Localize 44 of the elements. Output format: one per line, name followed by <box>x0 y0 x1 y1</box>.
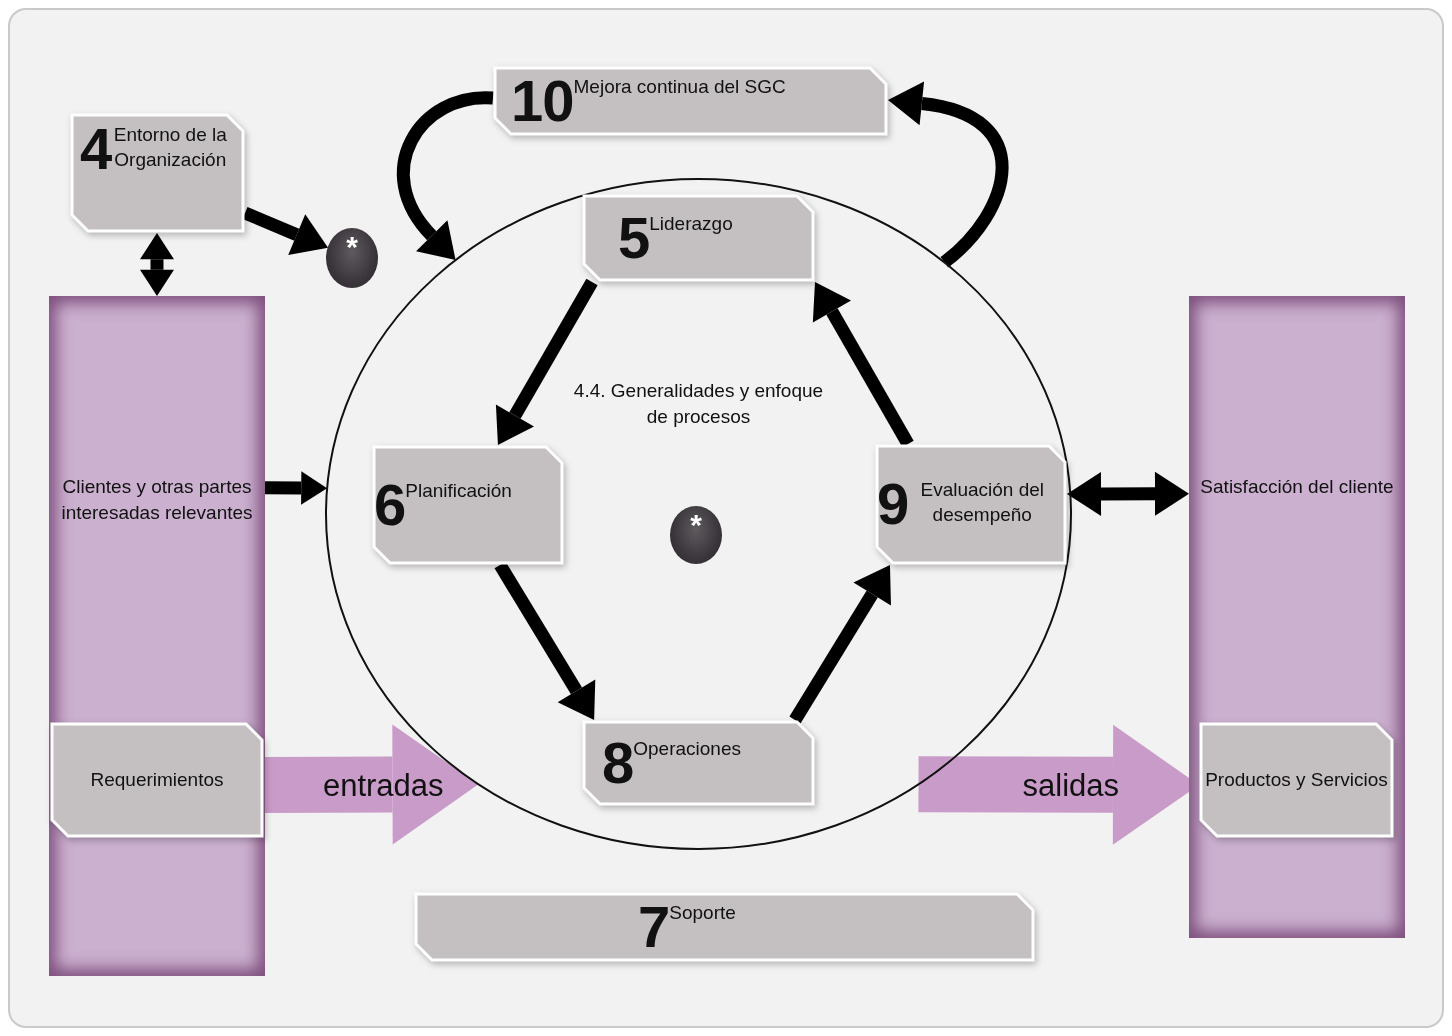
arrow <box>812 282 914 448</box>
clause-number: 9 <box>877 478 909 531</box>
clause-number: 4 <box>80 123 112 176</box>
edge-label: salidas <box>1022 769 1119 801</box>
clause-box <box>1199 722 1394 838</box>
arrow <box>789 565 891 724</box>
arrow <box>242 206 329 255</box>
edge-label: entradas <box>322 769 444 801</box>
clause-number: 6 <box>374 478 406 532</box>
arrow <box>264 471 328 505</box>
clause-box <box>414 892 1035 962</box>
asterisk: * <box>345 232 359 262</box>
clause-box <box>582 720 815 806</box>
clause-label: Liderazgo <box>649 211 733 236</box>
box-label: Requerimientos <box>89 768 225 793</box>
stakeholder-column <box>1189 296 1405 938</box>
curved-arrow <box>397 91 494 262</box>
clause-box <box>70 113 245 233</box>
clause-box <box>50 722 264 838</box>
block-arrow <box>263 724 479 845</box>
clause-box <box>493 66 888 136</box>
clause-label: Evaluación del desempeño <box>919 478 1046 528</box>
column-label: Clientes y otras partes interesadas relevantes <box>60 475 254 525</box>
clause-number: 10 <box>511 74 574 128</box>
circle-heading: 4.4. Generalidades y enfoque de procesos <box>572 379 825 429</box>
clause-label: Soporte <box>669 900 736 925</box>
asterisk: * <box>689 510 703 540</box>
column-label: Satisfacción del cliente <box>1199 475 1395 499</box>
clause-number: 5 <box>618 211 650 265</box>
clause-box <box>582 194 815 282</box>
double-arrow <box>1067 471 1189 516</box>
clause-number: 7 <box>638 900 670 954</box>
clause-label: Operaciones <box>633 736 741 761</box>
clause-label: Planificación <box>405 478 512 503</box>
double-arrow <box>140 233 174 296</box>
curved-arrow <box>888 81 1009 268</box>
clause-box <box>372 445 564 565</box>
clause-number: 8 <box>602 736 634 790</box>
arrow <box>495 278 598 445</box>
clause-label: Mejora continua del SGC <box>573 74 786 99</box>
clause-box <box>875 444 1067 565</box>
box-label: Productos y Servicios <box>1204 768 1389 793</box>
clause-label: Entorno de la Organización <box>112 123 228 172</box>
stakeholder-column <box>49 296 265 976</box>
